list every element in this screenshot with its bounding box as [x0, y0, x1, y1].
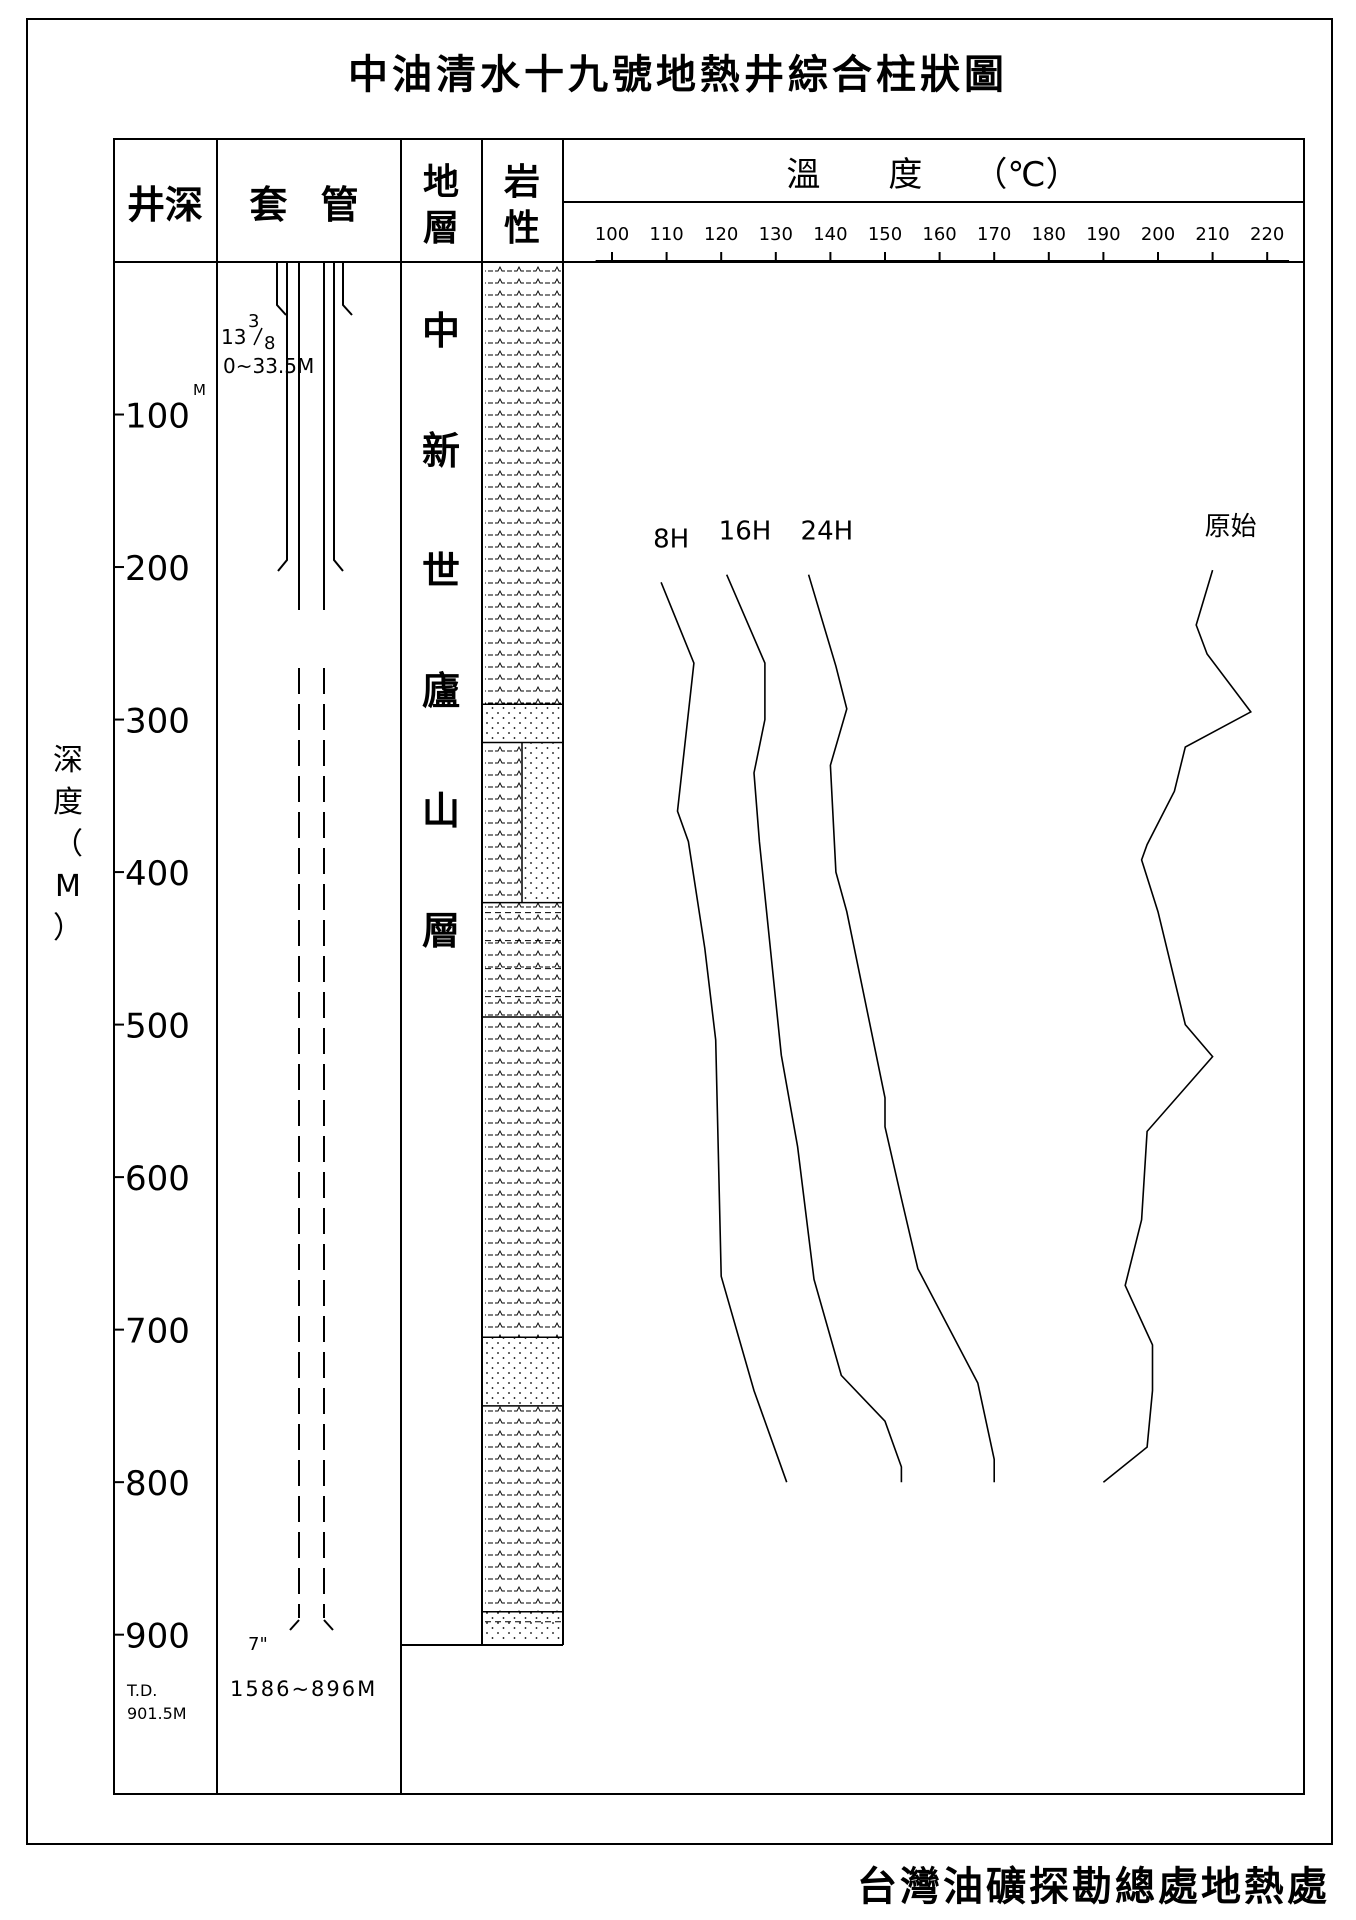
lithology-shale — [485, 1016, 561, 1338]
casing-outer-range: 0~33.5M — [223, 354, 314, 378]
depth-axis-label: 深度 （ M ） — [53, 743, 83, 946]
lithology-sandstone — [485, 1611, 561, 1640]
casing-outer-size: 13 — [221, 325, 246, 349]
depth-tick-label: 300 — [125, 702, 190, 742]
header-temperature: 溫 度 （℃） — [786, 155, 1079, 195]
temperature-tick-label: 140 — [813, 224, 847, 245]
temperature-tick-label: 160 — [922, 224, 956, 245]
casing-frac-slash — [253, 327, 263, 346]
header-formation-2: 層 — [423, 208, 459, 249]
depth-tick-label: 900 — [125, 1617, 190, 1657]
lithology-shale — [485, 262, 561, 705]
depth-label-char: 度 — [53, 785, 83, 820]
formation-char: 山 — [422, 789, 460, 833]
series-label: 16H — [719, 517, 772, 547]
lithology-sandstone — [522, 742, 561, 903]
casing-inner-range: 1586~896M — [230, 1677, 377, 1701]
temperature-tick-label: 100 — [595, 224, 629, 245]
temperature-tick-label: 170 — [977, 224, 1011, 245]
depth-label-char: ） — [53, 911, 83, 946]
depth-label-char: 深 — [53, 743, 83, 778]
temperature-tick-label: 130 — [759, 224, 793, 245]
temperature-axis: 100 110 120 130 140 150 160 170 180 190 200 210 220 — [595, 224, 1290, 262]
footer-organization: 台灣油礦探勘總處地熱處 — [857, 1864, 1330, 1910]
temperature-tick-label: 110 — [649, 224, 683, 245]
temperature-curve — [1102, 569, 1253, 1483]
page-title: 中油清水十九號地熱井綜合柱狀圖 — [348, 52, 1008, 98]
header-lithology-1: 岩 — [504, 162, 540, 203]
formation-char: 中 — [422, 309, 460, 353]
lithology-shale — [485, 902, 561, 1017]
temperature-curve — [807, 574, 996, 1483]
total-depth-label: T.D. — [126, 1681, 157, 1700]
lithology-shale — [485, 742, 521, 903]
casing-outer-frac-num: 3 — [248, 311, 259, 332]
header-casing: 套 管 — [249, 183, 368, 227]
depth-tick-label: 700 — [125, 1312, 190, 1352]
depth-axis: 100 200 300 400 500 600 700 800 900 — [114, 397, 190, 1657]
depth-label-char: M — [55, 869, 81, 904]
depth-tick-label: 600 — [125, 1159, 190, 1199]
casing-inner-size: 7" — [248, 1634, 268, 1655]
lithology-shale — [485, 1405, 561, 1612]
formation-char: 廬 — [422, 669, 460, 713]
casing-drawing — [276, 262, 353, 1631]
depth-tick-label: 100 — [125, 397, 190, 437]
depth-label-char: （ — [53, 827, 83, 862]
formation-char: 層 — [422, 909, 460, 953]
casing-outer-frac-den: 8 — [264, 333, 275, 354]
temperature-tick-label: 120 — [704, 224, 738, 245]
depth-tick-label: 800 — [125, 1464, 190, 1504]
series-label: 8H — [653, 524, 689, 554]
temperature-curve — [725, 574, 903, 1483]
table-grid — [113, 138, 1305, 1795]
outer-frame — [26, 18, 1333, 1845]
formation-char: 世 — [422, 549, 460, 593]
depth-unit-mark: M — [193, 381, 206, 399]
temperature-tick-label: 220 — [1250, 224, 1284, 245]
depth-tick-label: 200 — [125, 549, 190, 589]
temperature-curve — [660, 581, 788, 1483]
formation-char: 新 — [422, 429, 460, 473]
lithology-sandstone — [485, 704, 561, 743]
series-label: 24H — [801, 517, 854, 547]
header-formation-1: 地 — [423, 162, 459, 203]
temperature-tick-label: 150 — [868, 224, 902, 245]
lithology-sandstone — [485, 1337, 561, 1406]
total-depth-value: 901.5M — [127, 1704, 187, 1723]
temperature-curves: 8H 16H 24H 原始 — [653, 512, 1257, 1483]
temperature-tick-label: 180 — [1032, 224, 1066, 245]
depth-tick-label: 500 — [125, 1007, 190, 1047]
depth-tick-label: 400 — [125, 854, 190, 894]
temperature-tick-label: 210 — [1195, 224, 1229, 245]
temperature-tick-label: 200 — [1141, 224, 1175, 245]
series-label: 原始 — [1205, 512, 1257, 542]
header-lithology-2: 性 — [504, 208, 540, 249]
temperature-tick-label: 190 — [1086, 224, 1120, 245]
header-depth: 井深 — [127, 183, 203, 227]
lithology-column — [482, 261, 563, 1640]
